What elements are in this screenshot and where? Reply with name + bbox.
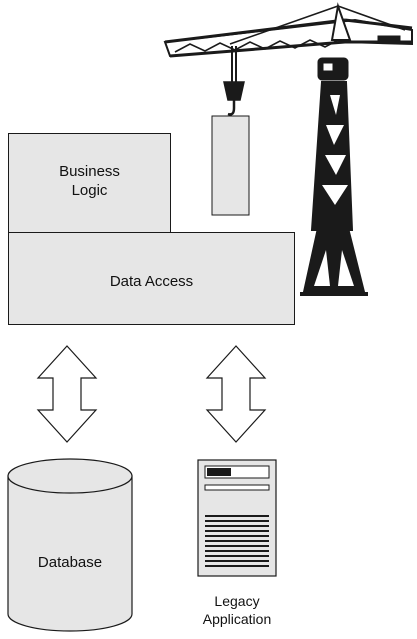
business-logic-label-line1: Business (59, 163, 120, 180)
data-access-label: Data Access (109, 273, 194, 290)
business-logic-box (8, 133, 171, 233)
database-label: Database (37, 554, 103, 571)
server-tower-icon (197, 459, 277, 577)
business-logic-label-line2: Logic (71, 182, 108, 199)
double-arrow-left-icon (36, 345, 98, 443)
hanging-block-icon (211, 115, 250, 216)
legacy-application-label-line1: Legacy (214, 593, 260, 609)
legacy-application-label-line2: Application (202, 611, 272, 627)
tower-crane-icon (163, 2, 413, 296)
double-arrow-right-icon (205, 345, 267, 443)
business-logic-label: Business Logic (8, 162, 171, 200)
legacy-application-label: Legacy Application (182, 592, 292, 628)
cylinder-database-icon (7, 458, 133, 632)
data-access-box (8, 232, 295, 325)
